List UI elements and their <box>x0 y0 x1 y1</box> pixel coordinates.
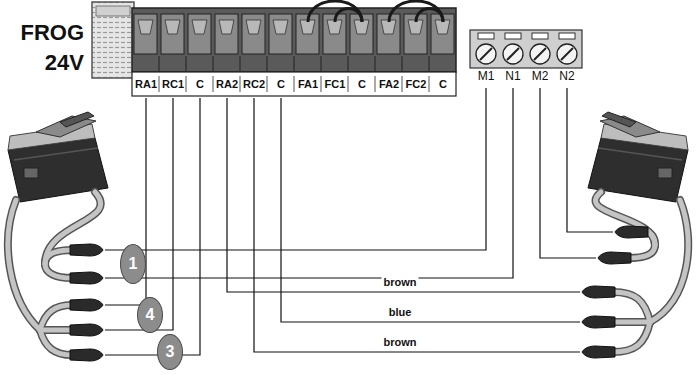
terminal-label: FA1 <box>298 78 318 90</box>
wire-color-label: brown <box>382 276 419 288</box>
terminal-label: M2 <box>532 70 549 83</box>
terminal-label: RC1 <box>162 78 184 90</box>
terminal-label: RA2 <box>216 78 238 90</box>
terminal-label: N2 <box>559 70 574 83</box>
terminal-label: C <box>439 78 447 90</box>
callout-number: 4 <box>146 307 155 323</box>
terminal-label: C <box>277 78 285 90</box>
terminal-label: RA1 <box>135 78 157 90</box>
motor-terminal-block <box>470 30 582 68</box>
terminal-label: M1 <box>478 70 495 83</box>
model-label: FROG 24V <box>4 18 84 77</box>
callout-number: 3 <box>166 344 175 360</box>
wire-connector <box>70 226 648 361</box>
terminal-label: FC1 <box>325 78 346 90</box>
terminal-label: FA2 <box>379 78 399 90</box>
terminal-label: FC2 <box>406 78 427 90</box>
wire-color-label: brown <box>382 336 419 348</box>
wire-color-label: blue <box>387 306 414 318</box>
callout-circle: 3 <box>157 334 183 370</box>
terminal-label: C <box>196 78 204 90</box>
callout-circle: 4 <box>137 297 163 333</box>
wire <box>105 88 613 355</box>
terminal-label: RC2 <box>243 78 265 90</box>
terminal-block <box>132 8 456 96</box>
terminal-label: C <box>358 78 366 90</box>
terminal-label: N1 <box>505 70 520 83</box>
jumper-wire <box>308 1 443 22</box>
control-board <box>92 2 134 78</box>
gate-motor <box>588 112 688 202</box>
callout-number: 1 <box>129 256 138 272</box>
callout-circle: 1 <box>120 244 146 284</box>
gate-motor <box>8 112 108 202</box>
